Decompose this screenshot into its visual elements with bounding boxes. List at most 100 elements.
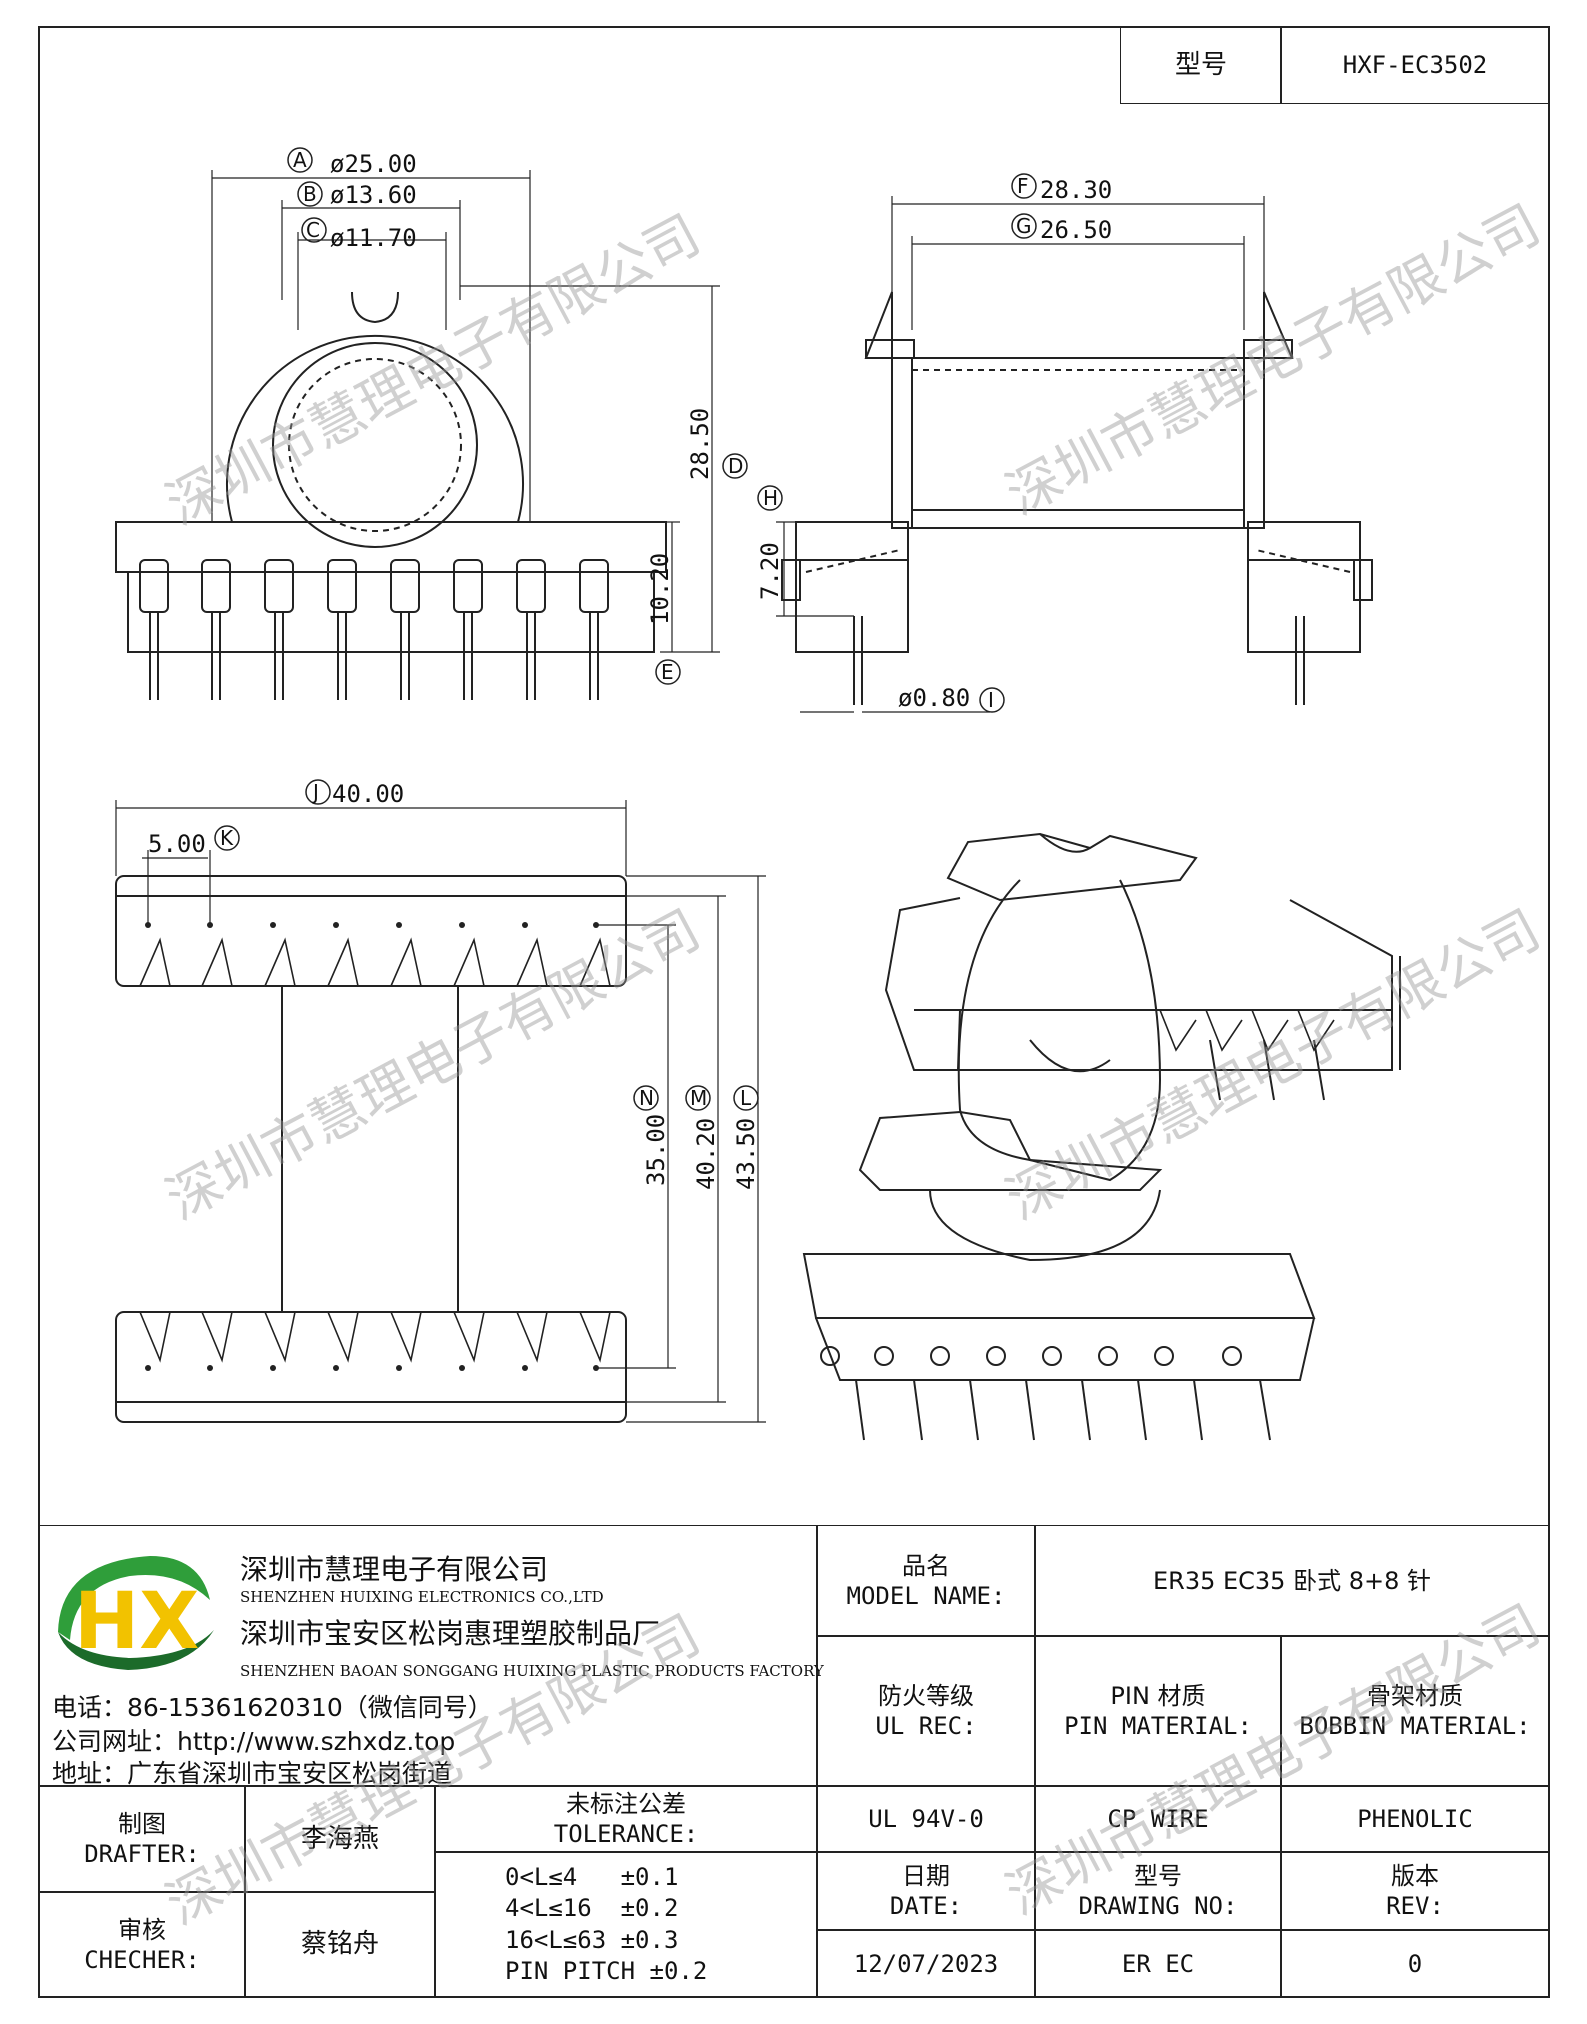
dim-D-text: 28.50 bbox=[686, 408, 714, 480]
factory-name-en: SHENZHEN BAOAN SONGGANG HUIXING PLASTIC … bbox=[240, 1662, 824, 1680]
bottom-pin-marks bbox=[139, 937, 611, 1363]
tolerance-line: 16<L≤63 ±0.3 bbox=[505, 1925, 679, 1954]
callout-G: G bbox=[1011, 213, 1037, 239]
checker-label-cell: 审核 CHECHER: bbox=[38, 1891, 246, 1998]
svg-text:E: E bbox=[661, 660, 674, 684]
company-address: 地址：广东省深圳市宝安区松岗街道 bbox=[52, 1759, 453, 1788]
pin-label-en: PIN MATERIAL: bbox=[1064, 1712, 1252, 1740]
side-view: 28.30 26.50 7.20 ø0.80 F G H I bbox=[756, 173, 1373, 713]
dim-M-text: 40.20 bbox=[692, 1118, 720, 1190]
callout-E: E bbox=[655, 659, 681, 685]
svg-text:I: I bbox=[988, 688, 994, 712]
dim-K-text: 5.00 bbox=[148, 830, 206, 858]
drawing-value: ER EC bbox=[1121, 1949, 1195, 1978]
svg-text:B: B bbox=[303, 182, 317, 206]
drafter-label-cn: 制图 bbox=[118, 1810, 166, 1838]
checker-name-cell: 蔡铭舟 bbox=[244, 1891, 436, 1998]
tolerance-line: 4<L≤16 ±0.2 bbox=[505, 1894, 679, 1923]
drawing-value-cell: ER EC bbox=[1034, 1929, 1282, 1998]
company-phone: 电话：86-15361620310（微信同号） bbox=[52, 1693, 493, 1722]
svg-text:L: L bbox=[740, 1086, 752, 1110]
svg-text:H: H bbox=[763, 486, 778, 510]
dim-G-text: 26.50 bbox=[1040, 216, 1112, 244]
rev-value: 0 bbox=[1407, 1949, 1423, 1978]
svg-text:G: G bbox=[1016, 214, 1032, 238]
callout-A: A bbox=[287, 147, 313, 173]
bobbin-label-cell: 骨架材质 BOBBIN MATERIAL: bbox=[1280, 1635, 1550, 1787]
svg-text:K: K bbox=[220, 826, 234, 850]
company-panel bbox=[38, 1525, 818, 1787]
company-name-cn: 深圳市慧理电子有限公司 bbox=[240, 1553, 549, 1586]
rev-label-cn: 版本 bbox=[1391, 1862, 1439, 1890]
callout-J: J bbox=[305, 779, 331, 805]
svg-text:J: J bbox=[311, 780, 319, 804]
pin-label-cell: PIN 材质 PIN MATERIAL: bbox=[1034, 1635, 1282, 1787]
callout-M: M bbox=[685, 1085, 711, 1111]
ul-label-en: UL REC: bbox=[875, 1712, 977, 1740]
model-label-cell: 品名 MODEL NAME: bbox=[816, 1525, 1036, 1637]
tolerance-label-cell: 未标注公差 TOLERANCE: bbox=[434, 1785, 818, 1853]
date-value-cell: 12/07/2023 bbox=[816, 1929, 1036, 1998]
bobbin-label-en: BOBBIN MATERIAL: bbox=[1299, 1712, 1531, 1740]
dim-L-text: 43.50 bbox=[732, 1118, 760, 1190]
callout-K: K bbox=[214, 825, 240, 851]
callout-I: I bbox=[979, 687, 1005, 713]
callout-C: C bbox=[301, 217, 327, 243]
tolerance-label-cn: 未标注公差 bbox=[566, 1790, 686, 1818]
rev-label-cell: 版本 REV: bbox=[1280, 1851, 1550, 1931]
callout-H: H bbox=[757, 485, 783, 511]
type-label: 型号 bbox=[1174, 49, 1227, 80]
tolerance-line: 0<L≤4 ±0.1 bbox=[505, 1863, 679, 1892]
bottom-view: 40.00 5.00 35.00 40.20 43.50 J K N M L bbox=[115, 779, 766, 1423]
dim-E-text: 10.20 bbox=[646, 553, 674, 625]
bore-outer bbox=[272, 342, 478, 548]
ul-label-cell: 防火等级 UL REC: bbox=[816, 1635, 1036, 1787]
tolerance-line: PIN PITCH ±0.2 bbox=[505, 1956, 708, 1985]
factory-name-cn: 深圳市宝安区松岗惠理塑胶制品厂 bbox=[240, 1617, 661, 1650]
date-label-cn: 日期 bbox=[902, 1862, 950, 1890]
svg-text:N: N bbox=[639, 1086, 654, 1110]
bore-inner bbox=[288, 358, 462, 532]
model-value-cell: ER35 EC35 卧式 8+8 针 bbox=[1034, 1525, 1550, 1637]
dim-F-text: 28.30 bbox=[1040, 176, 1112, 204]
svg-text:D: D bbox=[728, 454, 743, 478]
tolerance-values-cell: 0<L≤4 ±0.1 4<L≤16 ±0.2 16<L≤63 ±0.3 PIN … bbox=[434, 1851, 818, 1998]
svg-text:M: M bbox=[690, 1086, 707, 1110]
iso-pins bbox=[820, 1346, 1271, 1441]
dim-J-text: 40.00 bbox=[332, 780, 404, 808]
type-value-cell: HXF-EC3502 bbox=[1280, 26, 1550, 104]
model-label-en: MODEL NAME: bbox=[846, 1582, 1006, 1610]
ul-label-cn: 防火等级 bbox=[878, 1682, 974, 1710]
front-pins bbox=[139, 559, 609, 700]
rev-label-en: REV: bbox=[1386, 1892, 1444, 1920]
callout-N: N bbox=[633, 1085, 659, 1111]
dim-I-text: ø0.80 bbox=[898, 684, 970, 712]
company-website[interactable]: 公司网址：http://www.szhxdz.top bbox=[52, 1727, 456, 1756]
callout-B: B bbox=[297, 181, 323, 207]
checker-label-en: CHECHER: bbox=[84, 1945, 200, 1974]
callout-L: L bbox=[733, 1085, 759, 1111]
svg-text:A: A bbox=[293, 148, 307, 172]
drawing-label-en: DRAWING NO: bbox=[1078, 1892, 1238, 1920]
dim-N-text: 35.00 bbox=[642, 1114, 670, 1186]
checker-label-cn: 审核 bbox=[118, 1915, 166, 1944]
pin-label-cn: PIN 材质 bbox=[1110, 1682, 1206, 1710]
drawing-label-cn: 型号 bbox=[1134, 1862, 1182, 1890]
dim-B-text: ø13.60 bbox=[330, 181, 417, 209]
tolerance-label-en: TOLERANCE: bbox=[553, 1820, 699, 1848]
drawing-label-cell: 型号 DRAWING NO: bbox=[1034, 1851, 1282, 1931]
date-value: 12/07/2023 bbox=[853, 1949, 999, 1978]
checker-name: 蔡铭舟 bbox=[300, 1929, 379, 1960]
pin-value: CP WIRE bbox=[1107, 1805, 1209, 1833]
drafter-name: 李海燕 bbox=[300, 1823, 379, 1854]
drafter-label-en: DRAFTER: bbox=[84, 1840, 200, 1868]
ul-value-cell: UL 94V-0 bbox=[816, 1785, 1036, 1853]
isometric-view bbox=[802, 832, 1401, 1441]
type-label-cell: 型号 bbox=[1120, 26, 1282, 104]
dim-A-text: ø25.00 bbox=[330, 150, 417, 178]
dim-C-text: ø11.70 bbox=[330, 224, 417, 252]
drafter-label-cell: 制图 DRAFTER: bbox=[38, 1785, 246, 1893]
svg-text:F: F bbox=[1017, 174, 1029, 198]
type-value: HXF-EC3502 bbox=[1342, 51, 1488, 79]
